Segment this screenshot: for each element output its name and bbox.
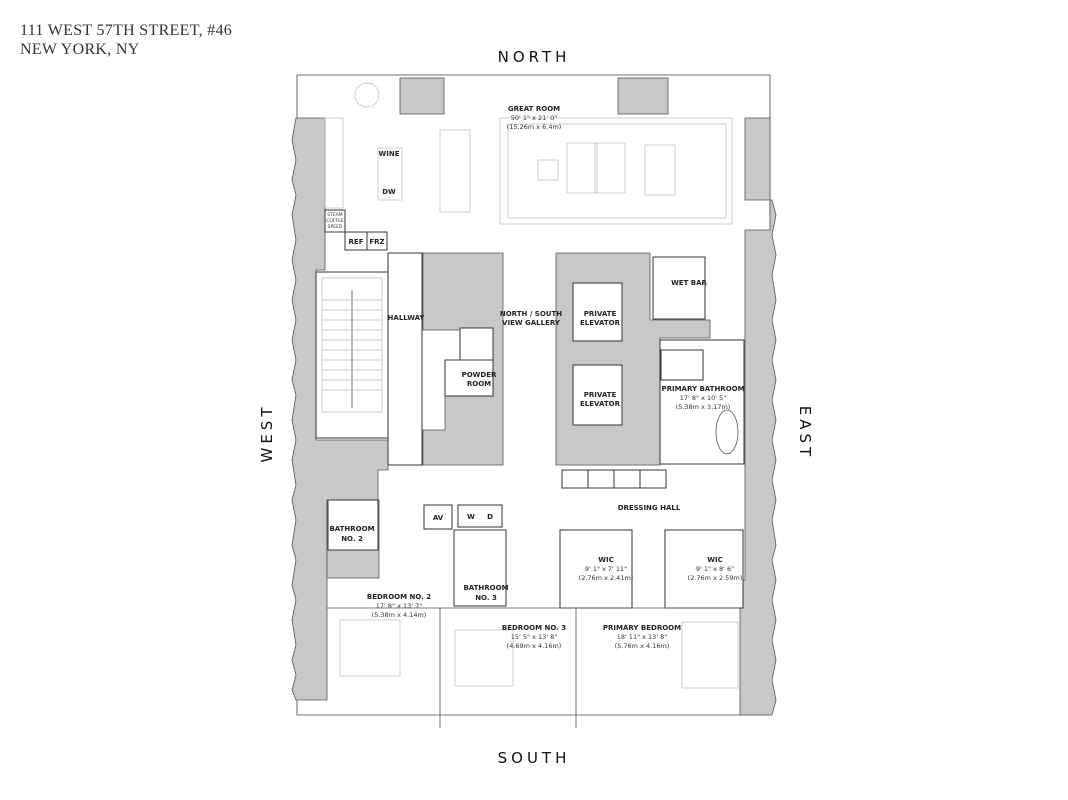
stair-block (315, 271, 389, 439)
north-label: NORTH (498, 48, 571, 66)
primary-bathroom-dim-ft: 17' 8" x 10' 5" (680, 394, 726, 402)
wic-2-box (664, 529, 744, 609)
elevator-1-label-2: ELEVATOR (580, 319, 621, 327)
wet-bar-box (652, 256, 706, 320)
ref-label: REF (349, 238, 364, 246)
dressing-hall-label: DRESSING HALL (618, 504, 681, 512)
powder-wc-box (459, 327, 494, 361)
bedroom-2-dim-m: (5.38m x 4.14m) (372, 611, 427, 619)
great-room-furniture (354, 82, 733, 225)
address-line-1: 111 WEST 57TH STREET, #46 (20, 22, 233, 39)
great-room-dim-m: (15.26m x 6.4m) (507, 123, 562, 131)
av-box (423, 504, 453, 530)
powder-room-box (444, 359, 494, 397)
coffee-label: COFFEE (326, 218, 344, 224)
great-room-dim-ft: 50' 1" x 21' 0" (511, 114, 557, 122)
steam-label: STEAM (327, 212, 343, 218)
bedroom-3-dim-m: (4.69m x 4.16m) (507, 642, 562, 650)
east-label: EAST (796, 406, 814, 460)
speed-label: SPEED (328, 224, 343, 230)
kitchen-counter (324, 117, 403, 251)
dressing-closets (561, 469, 667, 489)
primary-bedroom-dim-m: (5.76m x 4.16m) (615, 642, 670, 650)
gallery-label-2: VIEW GALLERY (502, 319, 561, 327)
north-column-east (617, 77, 669, 115)
bedroom-2-dim-ft: 17' 8" x 13' 7" (376, 602, 422, 610)
wic-1-dim-ft: 9' 1" x 7' 11" (585, 565, 627, 573)
west-facade-wall (291, 117, 389, 701)
wic-2-label: WIC (707, 556, 722, 564)
bathroom-3-box (453, 529, 507, 607)
wet-bar-label: WET BAR (671, 279, 707, 287)
dryer-label: D (487, 513, 493, 521)
wine-label: WINE (379, 150, 400, 158)
elevator-2-label-2: ELEVATOR (580, 400, 621, 408)
primary-bedroom-label: PRIMARY BEDROOM (603, 624, 681, 632)
powder-room-label-2: ROOM (467, 380, 491, 388)
elevator-1-shaft (572, 282, 623, 342)
powder-room-label-1: POWDER (462, 371, 497, 379)
elevator-1-label-1: PRIVATE (584, 310, 617, 318)
bedroom-3-dim-ft: 15' 5" x 13' 8" (511, 633, 557, 641)
bathroom-3-label-2: NO. 3 (475, 594, 497, 602)
west-label: WEST (258, 404, 276, 463)
bathroom-2-label-1: BATHROOM (329, 525, 374, 533)
dw-label: DW (382, 188, 396, 196)
gallery-label-1: NORTH / SOUTH (500, 310, 562, 318)
bathroom-3-label-1: BATHROOM (463, 584, 508, 592)
laundry-box (457, 504, 503, 528)
av-label: AV (433, 514, 444, 522)
wic-1-dim-m: (2.76m x 2.41m) (579, 574, 634, 582)
bathroom-2-box (327, 499, 379, 551)
bedroom-2-label: BEDROOM NO. 2 (367, 593, 431, 601)
primary-bathroom-label: PRIMARY BATHROOM (661, 385, 744, 393)
wic-1-box (559, 529, 633, 609)
hallway-label: HALLWAY (388, 314, 426, 322)
elevator-2-shaft (572, 364, 623, 426)
primary-bedroom-dim-ft: 18' 11" x 13' 8" (617, 633, 668, 641)
bathtub-icon (715, 409, 739, 455)
wic-1-label: WIC (598, 556, 613, 564)
washer-label: W (467, 513, 475, 521)
hallway-strip (387, 252, 423, 466)
frz-label: FRZ (369, 238, 384, 246)
wic-2-dim-ft: 9' 1" x 8' 6" (696, 565, 734, 573)
south-label: SOUTH (498, 749, 571, 767)
north-column-west (399, 77, 445, 115)
elevator-2-label-1: PRIVATE (584, 391, 617, 399)
bathroom-2-label-2: NO. 2 (341, 535, 363, 543)
stair-treads (322, 299, 382, 391)
wc-compartment (660, 349, 704, 381)
wic-2-dim-m: (2.76m x 2.59m) (688, 574, 743, 582)
primary-bathroom-dim-m: (5.38m x 3.17m) (676, 403, 731, 411)
bedroom-3-label: BEDROOM NO. 3 (502, 624, 566, 632)
great-room-label: GREAT ROOM (508, 105, 560, 113)
address-line-2: NEW YORK, NY (20, 41, 140, 58)
bedroom-furniture (339, 619, 739, 689)
